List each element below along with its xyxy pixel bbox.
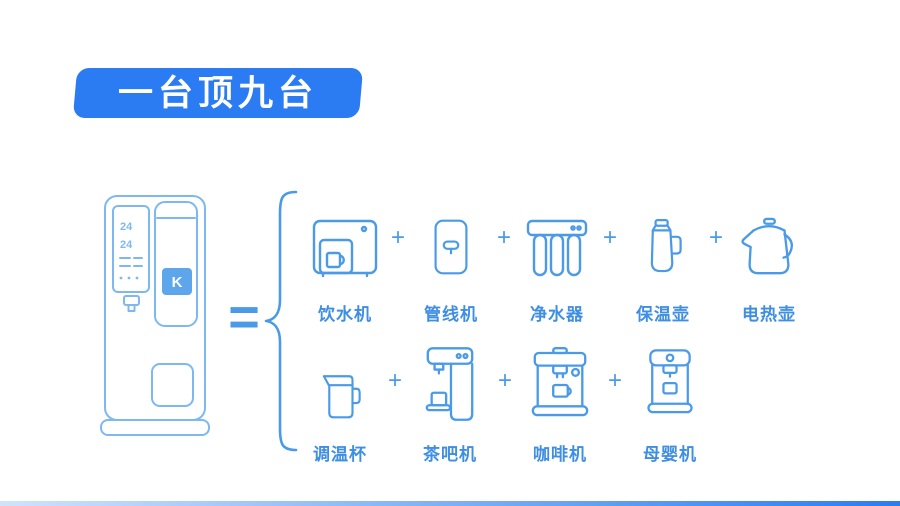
headline-badge: 一台顶九台 (72, 68, 364, 118)
coffee-machine-icon (531, 346, 589, 417)
thermos-icon (650, 219, 682, 273)
mother-baby-machine-icon (647, 349, 693, 414)
headline-text: 一台顶九台 (117, 73, 318, 113)
temperature-cup-icon (322, 375, 361, 419)
appliance-label: 电热壶 (742, 305, 796, 324)
electric-kettle-icon (741, 217, 793, 275)
appliance-item: 电热壶 (726, 198, 812, 325)
hot-water-dispenser-icon: 24 24 K (100, 195, 210, 436)
appliance-label: 保温壶 (636, 305, 690, 324)
appliance-item: 茶吧机 (407, 338, 493, 465)
tea-bar-machine-icon (425, 347, 474, 421)
appliance-item: 管线机 (408, 198, 494, 325)
appliance-label: 母婴机 (643, 445, 697, 464)
product-logo: K (172, 274, 183, 291)
water-dispenser-icon (312, 219, 378, 278)
appliance-item: 调温杯 (297, 338, 383, 465)
appliance-grid-row-2: 调温杯 + 茶吧机 + (297, 338, 713, 465)
pipeline-machine-icon (434, 219, 468, 275)
bottom-accent-bar (0, 501, 900, 506)
appliance-label: 咖啡机 (533, 445, 587, 464)
equals-sign: = (228, 287, 260, 347)
appliance-item: 饮水机 (302, 198, 388, 325)
main-product-illustration: 24 24 K (96, 194, 214, 444)
plus-sign: + (602, 224, 617, 251)
plus-sign: + (607, 367, 622, 394)
appliance-label: 管线机 (424, 305, 478, 324)
plus-sign: + (708, 224, 723, 251)
appliance-label: 茶吧机 (423, 445, 477, 464)
plus-sign: + (497, 367, 512, 394)
appliance-label: 饮水机 (318, 305, 372, 324)
curly-brace (264, 190, 298, 452)
product-display-top: 24 (120, 221, 133, 233)
appliance-item: 净水器 (514, 198, 600, 325)
plus-sign: + (496, 224, 511, 251)
appliance-item: 母婴机 (627, 338, 713, 465)
appliance-label: 调温杯 (313, 445, 367, 464)
appliance-item: 咖啡机 (517, 338, 603, 465)
appliance-grid-row-1: 饮水机 + 管线机 + (302, 198, 812, 325)
product-display-bottom: 24 (120, 239, 133, 251)
plus-sign: + (390, 224, 405, 251)
plus-sign: + (387, 367, 402, 394)
appliance-item: 保温壶 (620, 198, 706, 325)
product-logo-block (162, 268, 192, 295)
appliance-label: 净水器 (530, 305, 584, 324)
water-purifier-icon (526, 219, 588, 277)
